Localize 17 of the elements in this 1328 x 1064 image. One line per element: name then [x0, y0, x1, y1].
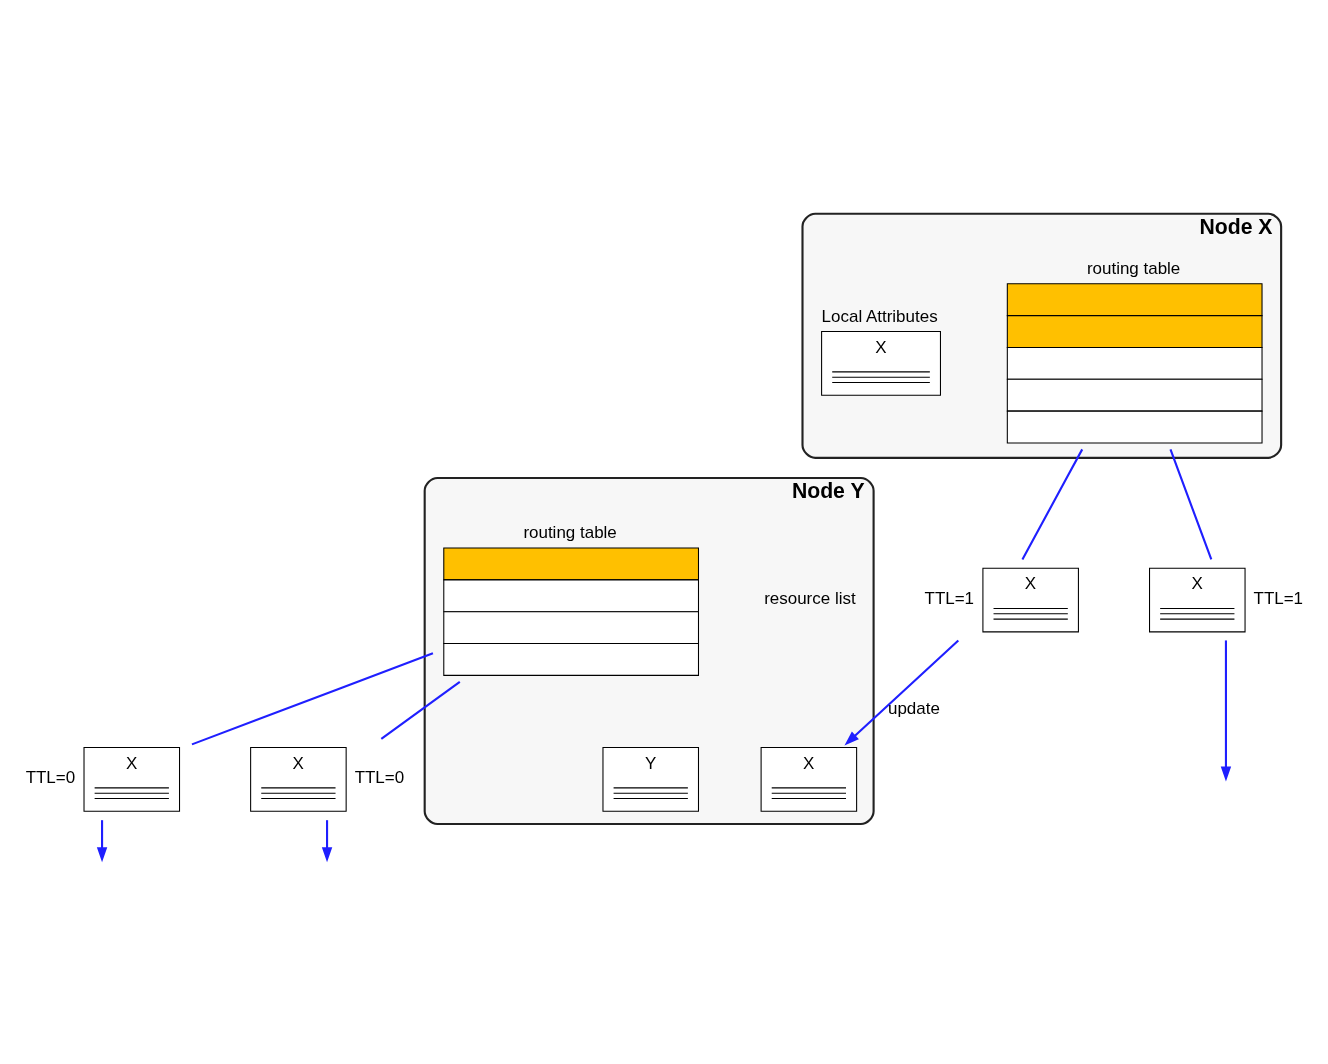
- edge-label: update: [887, 698, 940, 718]
- node-label: TTL=0: [25, 767, 76, 787]
- node-label: TTL=1: [924, 588, 975, 608]
- connector: [191, 651, 434, 745]
- connector: [1169, 448, 1213, 560]
- node-label: routing table: [523, 522, 617, 542]
- arrow: [96, 819, 108, 862]
- arrow: [844, 639, 960, 745]
- node-label: TTL=0: [354, 767, 405, 787]
- node-label: TTL=1: [1253, 588, 1304, 608]
- connector: [1021, 448, 1084, 560]
- node-label: routing table: [1086, 258, 1181, 278]
- label: resource list: [764, 588, 856, 608]
- connector: [380, 680, 461, 740]
- node-label: Local Attributes: [821, 306, 938, 326]
- arrow: [321, 819, 333, 862]
- arrow: [1220, 639, 1232, 781]
